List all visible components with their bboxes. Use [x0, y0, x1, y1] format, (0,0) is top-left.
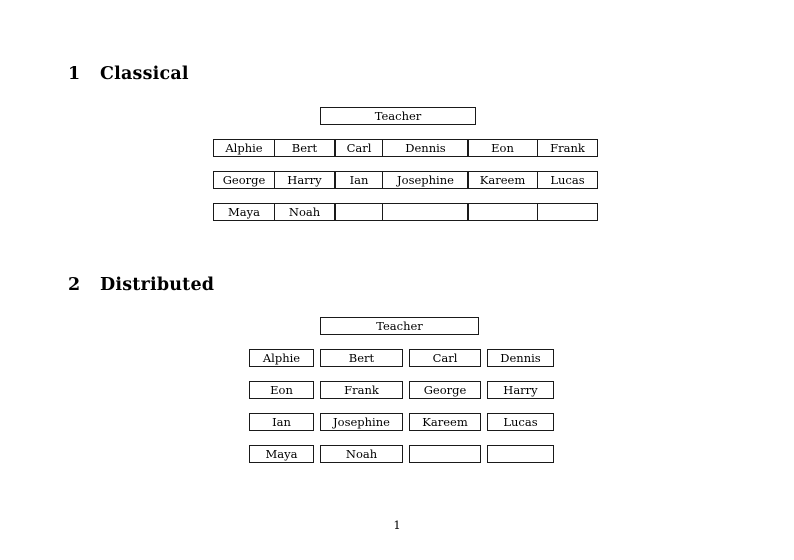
distributed-cell-r0-c2: Carl: [409, 349, 481, 367]
classical-group-2-row-1: Kareem Lucas: [467, 171, 598, 189]
classical-group-1-row-2: [335, 203, 469, 221]
distributed-cell-r0-c0: Alphie: [249, 349, 314, 367]
student-cell: Noah: [274, 203, 335, 221]
student-cell: Kareem: [409, 413, 481, 431]
section-heading-classical: 1 Classical: [68, 64, 368, 86]
student-cell: Alphie: [249, 349, 314, 367]
student-cell-empty: [382, 203, 469, 221]
classical-group-0-row-0: Alphie Bert: [213, 139, 335, 157]
teacher-box-classical: Teacher: [320, 107, 476, 125]
classical-group-2-row-2: [467, 203, 598, 221]
distributed-cell-r1-c1: Frank: [320, 381, 403, 399]
student-cell: Lucas: [537, 171, 598, 189]
student-cell: Josephine: [382, 171, 469, 189]
distributed-cell-r0-c1: Bert: [320, 349, 403, 367]
table-row: Alphie: [249, 349, 314, 367]
student-cell: George: [213, 171, 275, 189]
table-row: Maya: [249, 445, 314, 463]
table-row: Dennis: [487, 349, 554, 367]
section-heading-distributed: 2 Distributed: [68, 275, 368, 297]
teacher-cell: Teacher: [320, 107, 476, 125]
distributed-cell-r3-c1: Noah: [320, 445, 403, 463]
student-cell: Ian: [335, 171, 383, 189]
distributed-cell-r1-c3: Harry: [487, 381, 554, 399]
table-row: George Harry: [213, 171, 335, 189]
student-cell: Carl: [409, 349, 481, 367]
student-cell-empty: [335, 203, 383, 221]
student-cell: Harry: [487, 381, 554, 399]
table-row: Eon: [249, 381, 314, 399]
table-row: Lucas: [487, 413, 554, 431]
distributed-cell-r2-c2: Kareem: [409, 413, 481, 431]
student-cell-empty: [467, 203, 538, 221]
table-row: George: [409, 381, 481, 399]
table-row: Harry: [487, 381, 554, 399]
student-cell: Kareem: [467, 171, 538, 189]
table-row: [487, 445, 554, 463]
table-row: Teacher: [320, 107, 476, 125]
section-number: 1: [68, 64, 81, 84]
classical-group-1-row-0: Carl Dennis: [335, 139, 469, 157]
table-row: Maya Noah: [213, 203, 335, 221]
table-row: Teacher: [320, 317, 479, 335]
table-row: [467, 203, 598, 221]
table-row: Ian: [249, 413, 314, 431]
teacher-box-distributed: Teacher: [320, 317, 479, 335]
student-cell: Maya: [213, 203, 275, 221]
student-cell-empty: [537, 203, 598, 221]
distributed-cell-r0-c3: Dennis: [487, 349, 554, 367]
classical-group-0-row-1: George Harry: [213, 171, 335, 189]
table-row: Alphie Bert: [213, 139, 335, 157]
section-title: Distributed: [100, 275, 215, 295]
distributed-cell-r1-c2: George: [409, 381, 481, 399]
student-cell: Lucas: [487, 413, 554, 431]
student-cell: George: [409, 381, 481, 399]
student-cell: Frank: [537, 139, 598, 157]
table-row: [409, 445, 481, 463]
section-title: Classical: [100, 64, 189, 84]
page-number: 1: [393, 518, 401, 532]
student-cell-empty: [487, 445, 554, 463]
table-row: Carl: [409, 349, 481, 367]
table-row: Carl Dennis: [335, 139, 469, 157]
classical-group-2-row-0: Eon Frank: [467, 139, 598, 157]
student-cell: Harry: [274, 171, 335, 189]
table-row: [335, 203, 469, 221]
table-row: Noah: [320, 445, 403, 463]
student-cell: Dennis: [382, 139, 469, 157]
student-cell: Ian: [249, 413, 314, 431]
teacher-cell: Teacher: [320, 317, 479, 335]
section-number: 2: [68, 275, 81, 295]
table-row: Ian Josephine: [335, 171, 469, 189]
table-row: Kareem Lucas: [467, 171, 598, 189]
student-cell: Bert: [274, 139, 335, 157]
distributed-cell-r3-c0: Maya: [249, 445, 314, 463]
distributed-cell-r2-c0: Ian: [249, 413, 314, 431]
student-cell: Noah: [320, 445, 403, 463]
table-row: Bert: [320, 349, 403, 367]
classical-group-1-row-1: Ian Josephine: [335, 171, 469, 189]
distributed-cell-r1-c0: Eon: [249, 381, 314, 399]
distributed-cell-r3-c2: [409, 445, 481, 463]
table-row: Josephine: [320, 413, 403, 431]
student-cell: Carl: [335, 139, 383, 157]
student-cell: Eon: [467, 139, 538, 157]
distributed-cell-r2-c1: Josephine: [320, 413, 403, 431]
table-row: Eon Frank: [467, 139, 598, 157]
student-cell-empty: [409, 445, 481, 463]
student-cell: Dennis: [487, 349, 554, 367]
distributed-cell-r2-c3: Lucas: [487, 413, 554, 431]
distributed-cell-r3-c3: [487, 445, 554, 463]
student-cell: Bert: [320, 349, 403, 367]
student-cell: Alphie: [213, 139, 275, 157]
student-cell: Josephine: [320, 413, 403, 431]
table-row: Kareem: [409, 413, 481, 431]
classical-group-0-row-2: Maya Noah: [213, 203, 335, 221]
student-cell: Maya: [249, 445, 314, 463]
student-cell: Eon: [249, 381, 314, 399]
table-row: Frank: [320, 381, 403, 399]
student-cell: Frank: [320, 381, 403, 399]
